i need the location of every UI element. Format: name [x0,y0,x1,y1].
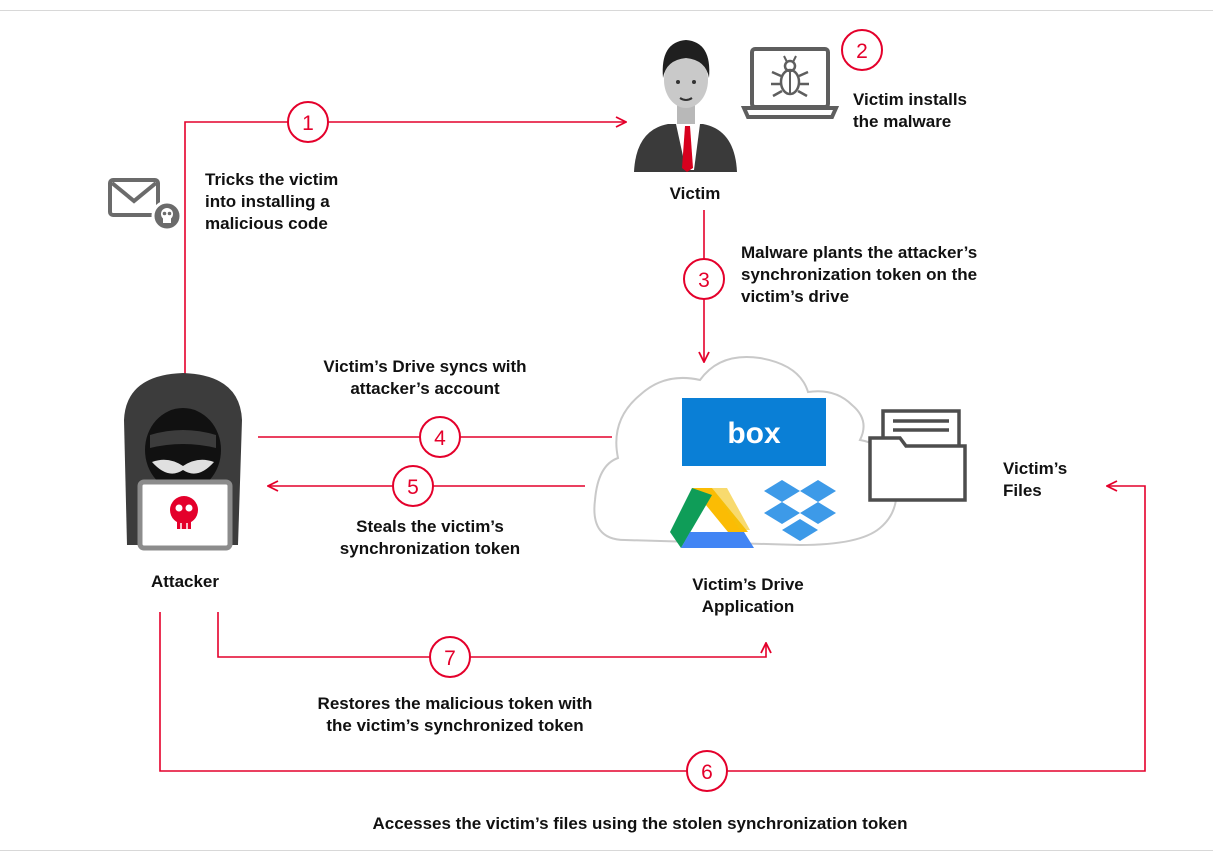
bottom-border [0,850,1213,851]
folder-files-icon [868,409,967,502]
dropbox-logo [764,480,836,541]
attacker-label: Attacker [150,572,220,591]
drive-application-label: Victim’s Drive Application [692,575,804,616]
step-badge-6: 6 [686,750,728,792]
step-badge-3: 3 [683,258,725,300]
box-logo: box [682,398,826,466]
step-1-text: Tricks the victim into installing a mali… [205,170,339,233]
step-badge-7: 7 [429,636,471,678]
top-border [0,10,1213,11]
step-number: 5 [407,476,419,499]
step-badge-4: 4 [419,416,461,458]
connector-step-1 [184,122,626,377]
step-number: 7 [444,647,456,670]
step-3-text: Malware plants the attacker’s synchroniz… [741,243,978,306]
google-drive-logo [670,488,754,548]
step-number: 6 [701,761,713,784]
step-badge-5: 5 [392,465,434,507]
victim-label: Victim [669,184,721,203]
step-5-text: Steals the victim’s synchronization toke… [339,517,521,558]
connector-step-6 [159,486,1146,772]
hooded-attacker-icon [124,373,242,551]
step-number: 4 [434,427,446,450]
box-logo-text: box [727,417,781,450]
mail-skull-icon [108,178,183,232]
victim-files-label: Victim’s Files [1003,459,1068,500]
victim-person-icon [634,40,737,172]
connector-step-7 [217,612,766,658]
step-number: 2 [856,40,868,63]
step-badge-1: 1 [287,101,329,143]
step-7-text: Restores the malicious token with the vi… [317,694,593,735]
step-number: 1 [302,112,314,135]
step-4-text: Victim’s Drive syncs with attacker’s acc… [323,357,527,398]
step-number: 3 [698,269,710,292]
step-2-text: Victim installs the malware [853,90,968,131]
step-badge-2: 2 [841,29,883,71]
laptop-bug-icon [740,47,840,119]
step-6-text: Accesses the victim’s files using the st… [372,814,908,833]
